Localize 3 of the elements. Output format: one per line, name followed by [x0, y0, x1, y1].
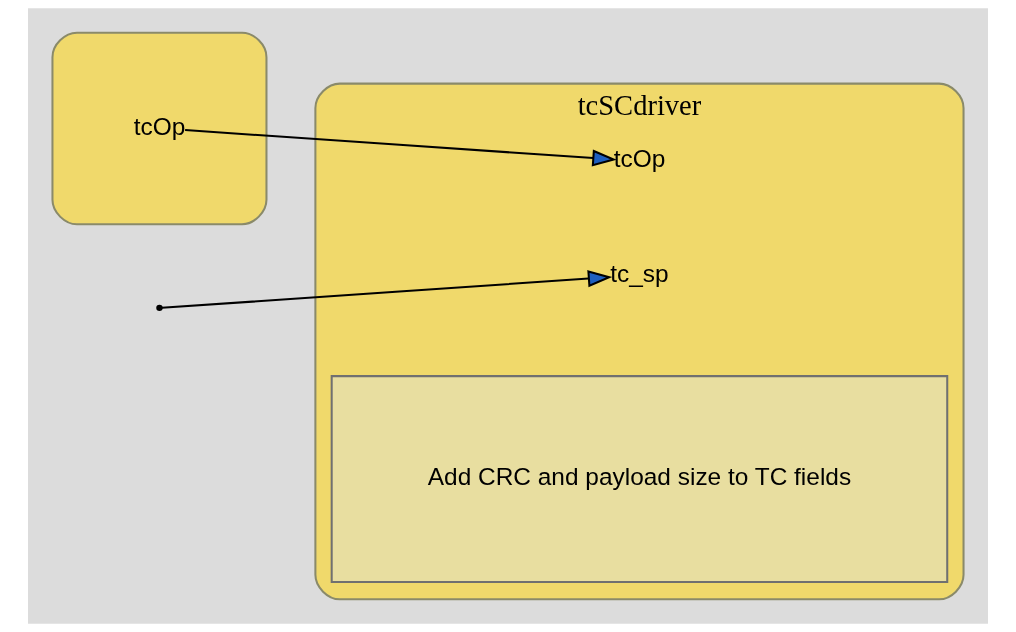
node-text: tc_sp — [610, 259, 669, 287]
node-text: tcOp — [133, 112, 186, 140]
node-text: tcOp — [613, 145, 666, 173]
